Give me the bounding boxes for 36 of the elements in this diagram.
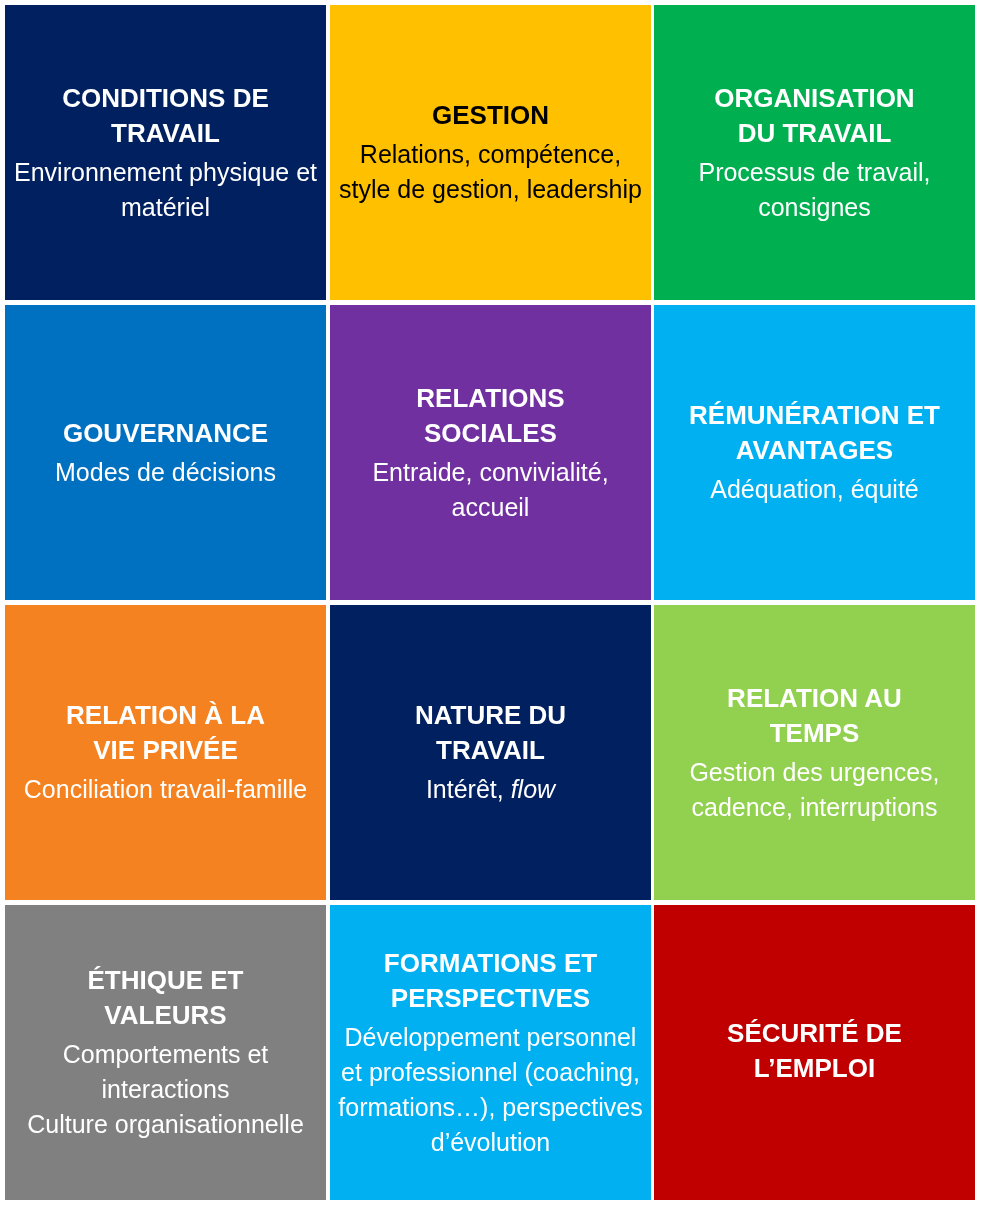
tile-heading: GESTION [432,99,549,132]
tile-description: Modes de décisions [55,456,276,488]
category-tile [654,905,975,1200]
tile-description: Culture organisationnelle [27,1109,304,1140]
tile-heading: FORMATIONS ET PERSPECTIVES [382,946,599,1015]
tile-description: Comportements et interactions [61,1039,270,1105]
tile-description: Développement personnel et professionnel (coaching, formations…), perspectives d’évolution [337,1021,644,1158]
category-tile [5,305,326,600]
tile-heading: RELATIONS SOCIALES [415,381,566,450]
category-tile [654,5,975,300]
tile-heading: RELATION AU TEMPS [726,681,903,750]
category-tile [5,5,326,300]
tile-description: Gestion des urgences, cadence, interruptions [688,756,941,823]
category-tile [654,605,975,900]
category-tile [330,5,651,300]
tile-heading: ORGANISATION DU TRAVAIL [713,81,916,150]
category-tile [5,905,326,1200]
tile-heading: SÉCURITÉ DE L’EMPLOI [726,1016,903,1085]
category-tile [5,605,326,900]
tile-heading: RÉMUNÉRATION ET AVANTAGES [688,399,941,467]
tile-heading: CONDITIONS DE TRAVAIL [61,81,270,150]
tile-description: Environnement physique et matériel [13,156,318,223]
category-tile [330,305,651,600]
tile-description: Processus de travail, consignes [697,156,932,223]
tile-description: Entraide, convivialité, accueil [371,456,610,523]
category-tile [330,605,651,900]
tile-description: Intérêt, flow [425,774,556,805]
tile-description: Conciliation travail-famille [23,774,308,805]
tile-heading: NATURE DU TRAVAIL [413,699,568,767]
tile-description: Relations, compétence, style de gestion, leadership [338,139,643,205]
tile-heading: RELATION À LA VIE PRIVÉE [65,699,266,767]
category-tile [330,905,651,1200]
category-tile [654,305,975,600]
tile-description: Adéquation, équité [710,474,919,505]
tile-heading: ÉTHIQUE ET VALEURS [86,964,245,1032]
tile-heading: GOUVERNANCE [62,416,269,450]
